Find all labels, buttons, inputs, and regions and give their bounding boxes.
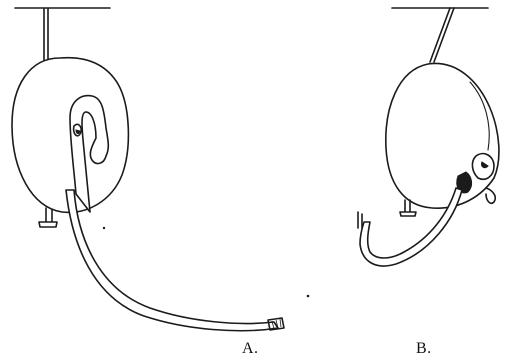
panel-b-tail-end	[358, 212, 362, 228]
panel-a-thread	[44, 8, 48, 60]
panel-a-label: A.	[242, 340, 259, 358]
panel-a-drawing	[12, 8, 309, 331]
panel-b-thread	[430, 8, 454, 62]
panel-a-tail	[66, 190, 278, 331]
panel-b-seed-body	[386, 63, 499, 208]
panel-b-label: B.	[416, 340, 432, 358]
panel-b-drawing	[358, 8, 499, 266]
